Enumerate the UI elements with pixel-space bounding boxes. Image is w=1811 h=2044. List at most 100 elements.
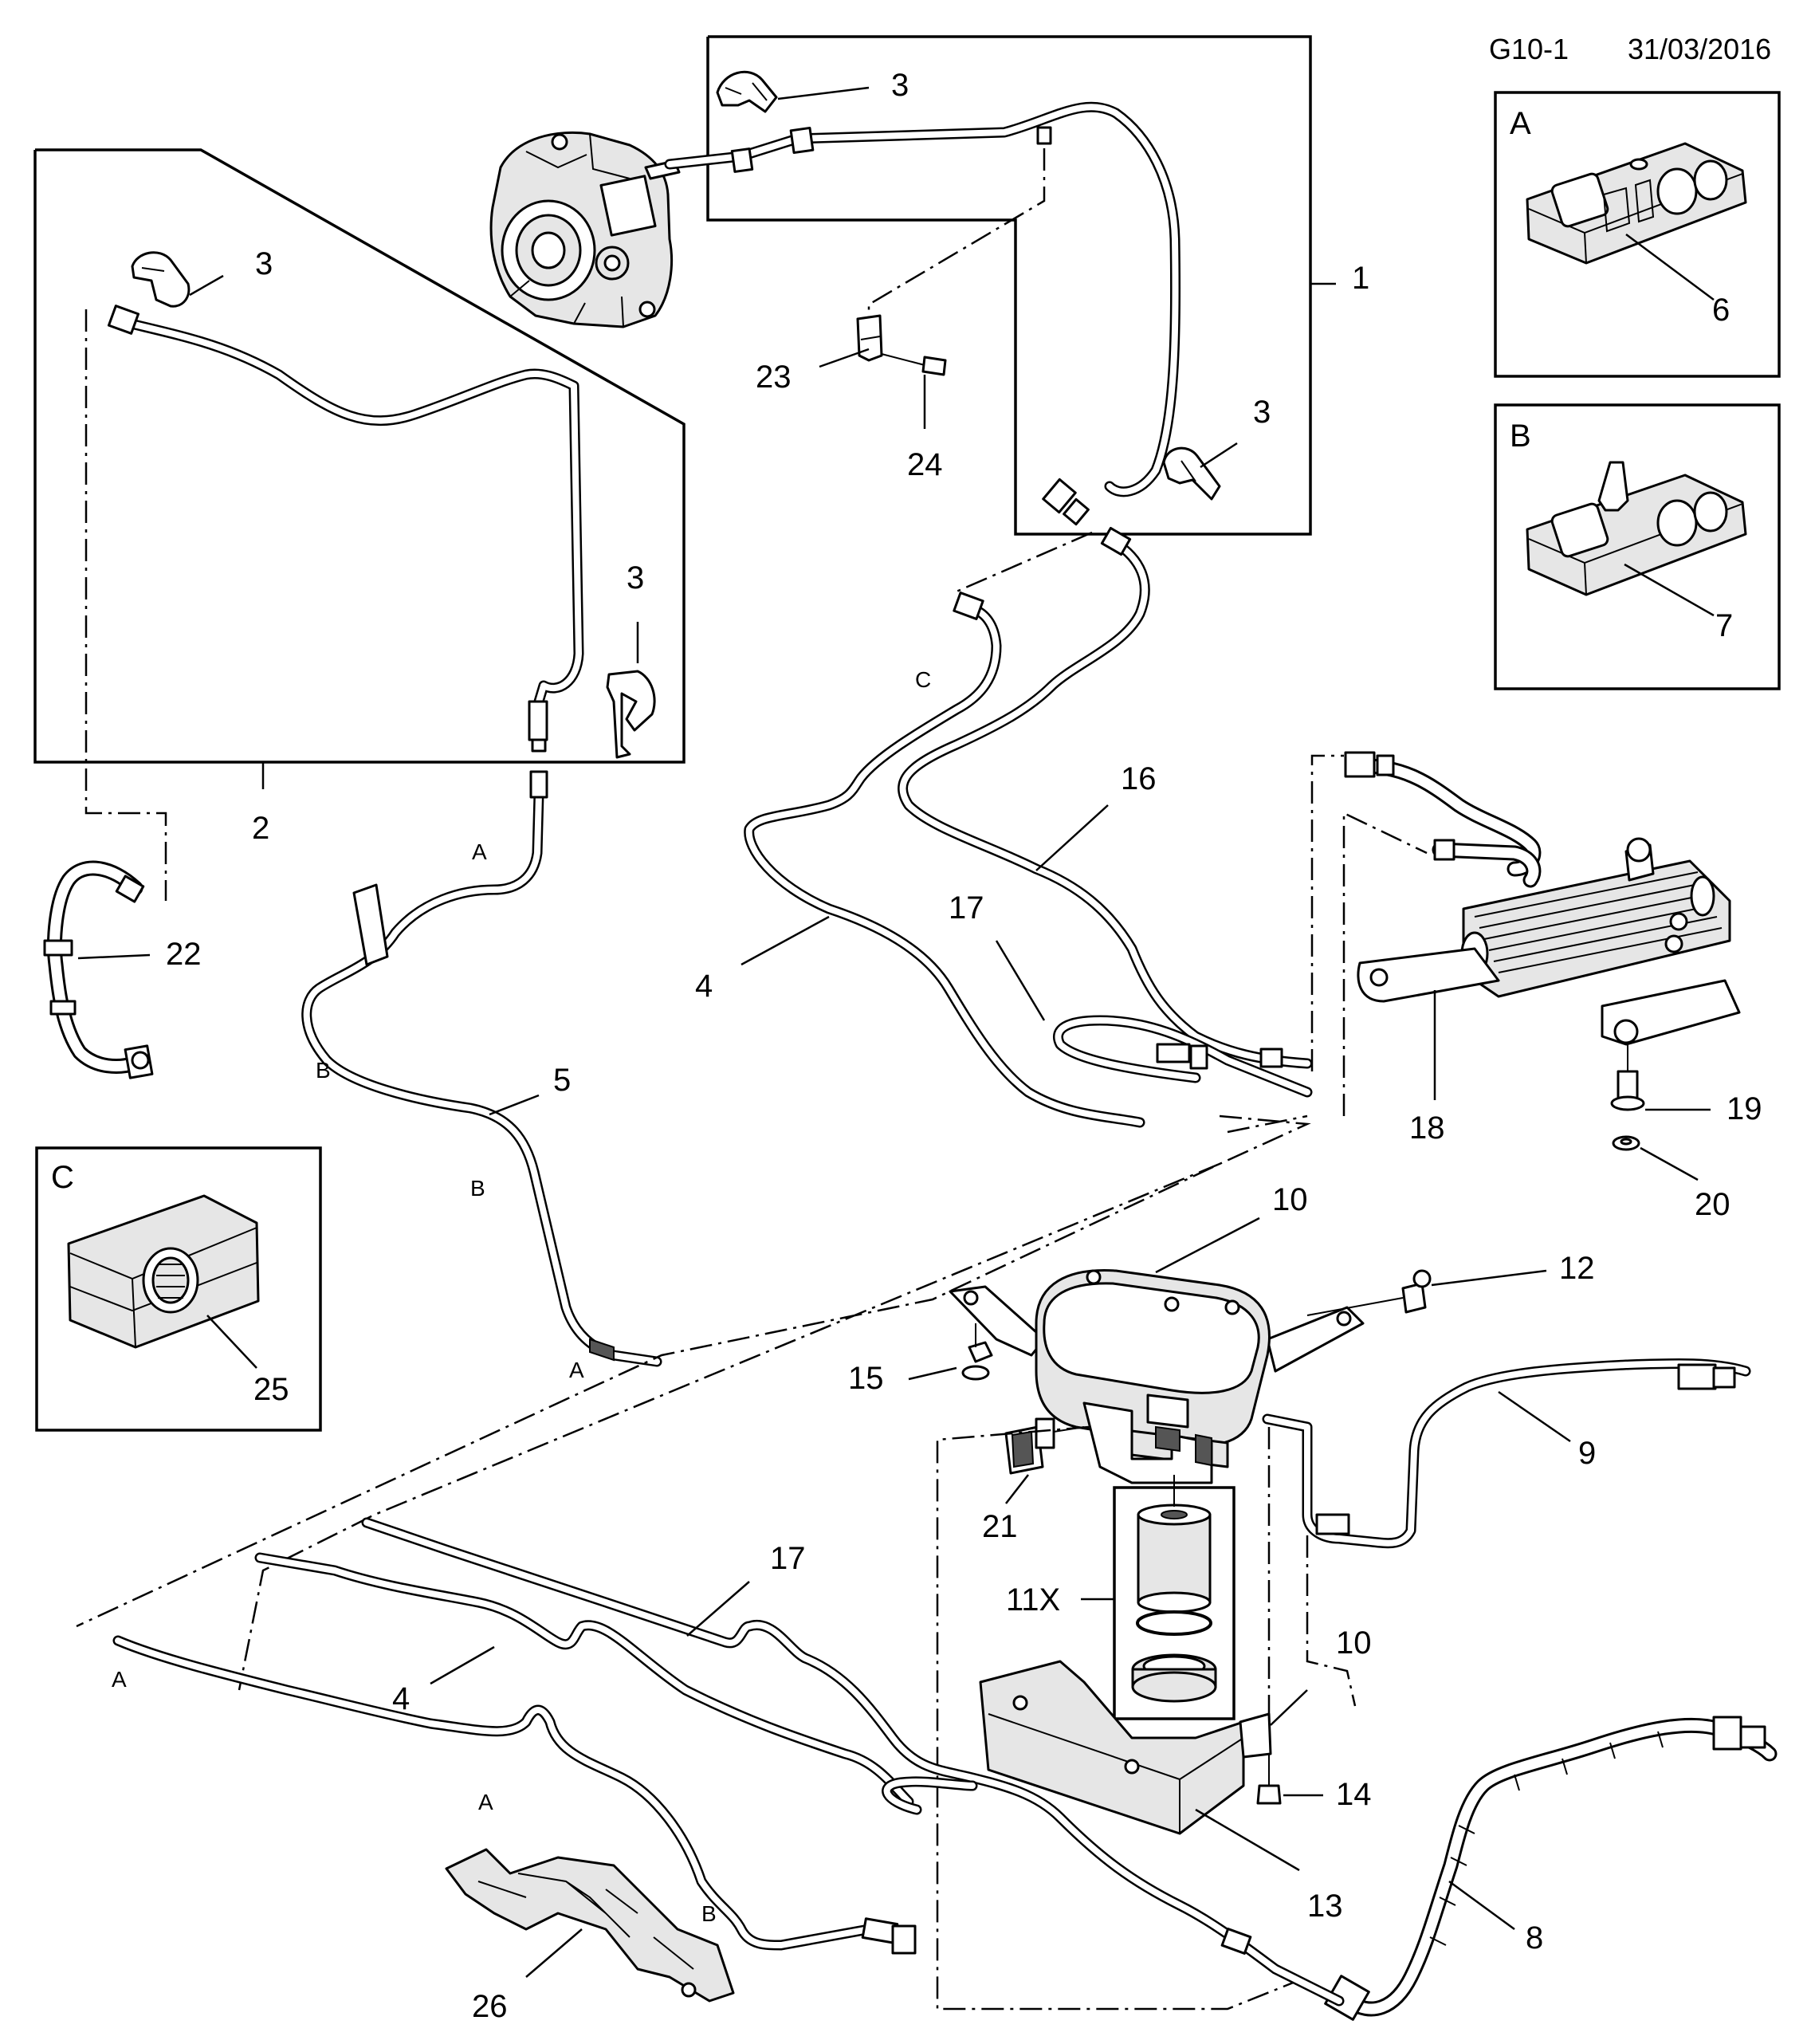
retaining-clip-3d	[606, 670, 656, 759]
pipe-1	[664, 101, 1181, 526]
callout-3c: 3	[255, 246, 273, 281]
diagram-date: 31/03/2016	[1628, 33, 1771, 65]
bleed-screw-12	[1306, 1269, 1432, 1316]
callout-1: 1	[1352, 261, 1369, 296]
callout-7: 7	[1715, 608, 1733, 643]
nut-20	[1612, 1135, 1640, 1151]
inset-b-frame	[1494, 403, 1781, 690]
pipe-16	[898, 526, 1313, 1069]
pipe-4-lower	[112, 1635, 917, 1955]
clip-7	[1526, 461, 1747, 596]
callout-22: 22	[166, 937, 202, 972]
callout-17b-leader	[686, 1581, 750, 1637]
callout-8-leader	[1448, 1880, 1515, 1931]
clip-ref-c1: C	[915, 667, 931, 692]
callout-20-leader	[1640, 1146, 1699, 1181]
callout-11x: 11X	[1006, 1582, 1060, 1618]
clip-ref-b1: B	[316, 1058, 331, 1083]
diagram-code: G10-1	[1489, 33, 1569, 65]
callout-4b-leader	[430, 1645, 495, 1685]
callout-26: 26	[472, 1989, 508, 2024]
callout-23: 23	[756, 360, 792, 395]
cooler-hose-lower	[1432, 839, 1542, 888]
line-1-clip-mount	[1036, 126, 1052, 145]
callout-16: 16	[1121, 761, 1157, 796]
clip-ref-b3: B	[701, 1901, 717, 1926]
callout-15: 15	[848, 1361, 884, 1396]
callout-17a-leader	[995, 940, 1046, 1021]
callout-15-leader	[908, 1366, 957, 1381]
retaining-clip-3c	[131, 251, 191, 308]
callout-17b: 17	[770, 1541, 806, 1576]
callout-3d: 3	[627, 560, 644, 596]
clip-ref-b2: B	[470, 1176, 485, 1201]
callout-22-leader	[77, 953, 151, 960]
callout-13-leader	[1195, 1808, 1300, 1872]
pipe-17-lower-loop-inner	[883, 1778, 976, 1813]
filter-element-11x	[1131, 1475, 1217, 1703]
callout-23-leader	[819, 348, 870, 368]
bushing-19	[1610, 1070, 1645, 1111]
callout-24: 24	[907, 447, 943, 482]
pipe-bracket-26	[445, 1848, 735, 2003]
fuel-cooler-18	[1357, 837, 1741, 1046]
callout-10a-leader	[1155, 1217, 1260, 1274]
pipe-17-lower	[361, 1517, 1345, 2007]
callout-20: 20	[1695, 1187, 1730, 1222]
bolt-24	[881, 353, 947, 376]
pipe-5	[301, 770, 662, 1367]
callout-4a-leader	[741, 915, 830, 966]
retaining-clip-3a	[716, 70, 778, 113]
callout-25: 25	[253, 1372, 289, 1407]
pipe-17-upper	[1053, 1015, 1313, 1098]
callout-21: 21	[982, 1509, 1018, 1544]
pipe-9	[1262, 1358, 1751, 1549]
hose-8	[1324, 1716, 1778, 2021]
callout-6-leader	[1625, 233, 1715, 301]
callout-13: 13	[1307, 1889, 1343, 1924]
callout-25-leader	[206, 1315, 257, 1369]
sensor-21	[1004, 1417, 1085, 1475]
callout-12-leader	[1431, 1269, 1547, 1287]
callout-8: 8	[1526, 1920, 1543, 1956]
callout-16-leader	[1035, 804, 1109, 871]
callout-26-leader	[525, 1928, 583, 1978]
clip-ref-a1: A	[472, 839, 487, 864]
callout-4b: 4	[392, 1681, 410, 1716]
high-pressure-pump	[489, 131, 681, 328]
callout-7-leader	[1624, 563, 1715, 617]
pipe-4-lower-b-inner	[257, 1555, 912, 1805]
inset-a-frame	[1494, 91, 1781, 378]
clip-6	[1526, 142, 1747, 265]
fuel-filter-housing-10	[949, 1269, 1365, 1484]
inset-a-title: A	[1510, 106, 1531, 141]
bolt-14	[1256, 1754, 1282, 1805]
bracket-23-ref-line	[867, 148, 1046, 319]
clip-ref-a3: A	[112, 1667, 127, 1692]
callout-4a: 4	[695, 969, 713, 1004]
callout-12: 12	[1559, 1251, 1595, 1286]
nut-15	[961, 1323, 993, 1381]
retaining-clip-3b	[1162, 446, 1221, 501]
callout-17a: 17	[949, 890, 984, 926]
callout-10a: 10	[1272, 1182, 1308, 1217]
callout-5: 5	[553, 1063, 571, 1098]
clip-ref-a2: A	[569, 1358, 584, 1382]
callout-19: 19	[1727, 1091, 1762, 1126]
callout-2: 2	[252, 811, 269, 846]
callout-3b-leader	[1200, 442, 1238, 469]
long-ref-lines	[76, 1114, 1311, 1691]
callout-21-leader	[1005, 1474, 1029, 1504]
pipe-22-ref-line	[84, 309, 167, 901]
clip-25	[67, 1194, 260, 1349]
callout-3c-leader	[189, 274, 224, 297]
callout-18: 18	[1409, 1110, 1445, 1146]
callout-9: 9	[1578, 1436, 1596, 1471]
hose-22	[43, 860, 154, 1079]
inset-c-frame	[35, 1146, 322, 1432]
clip-ref-a4: A	[478, 1790, 493, 1814]
callout-10b: 10	[1336, 1625, 1372, 1661]
callout-5-leader	[489, 1094, 540, 1116]
cooler-ref-lines	[956, 531, 1428, 1116]
